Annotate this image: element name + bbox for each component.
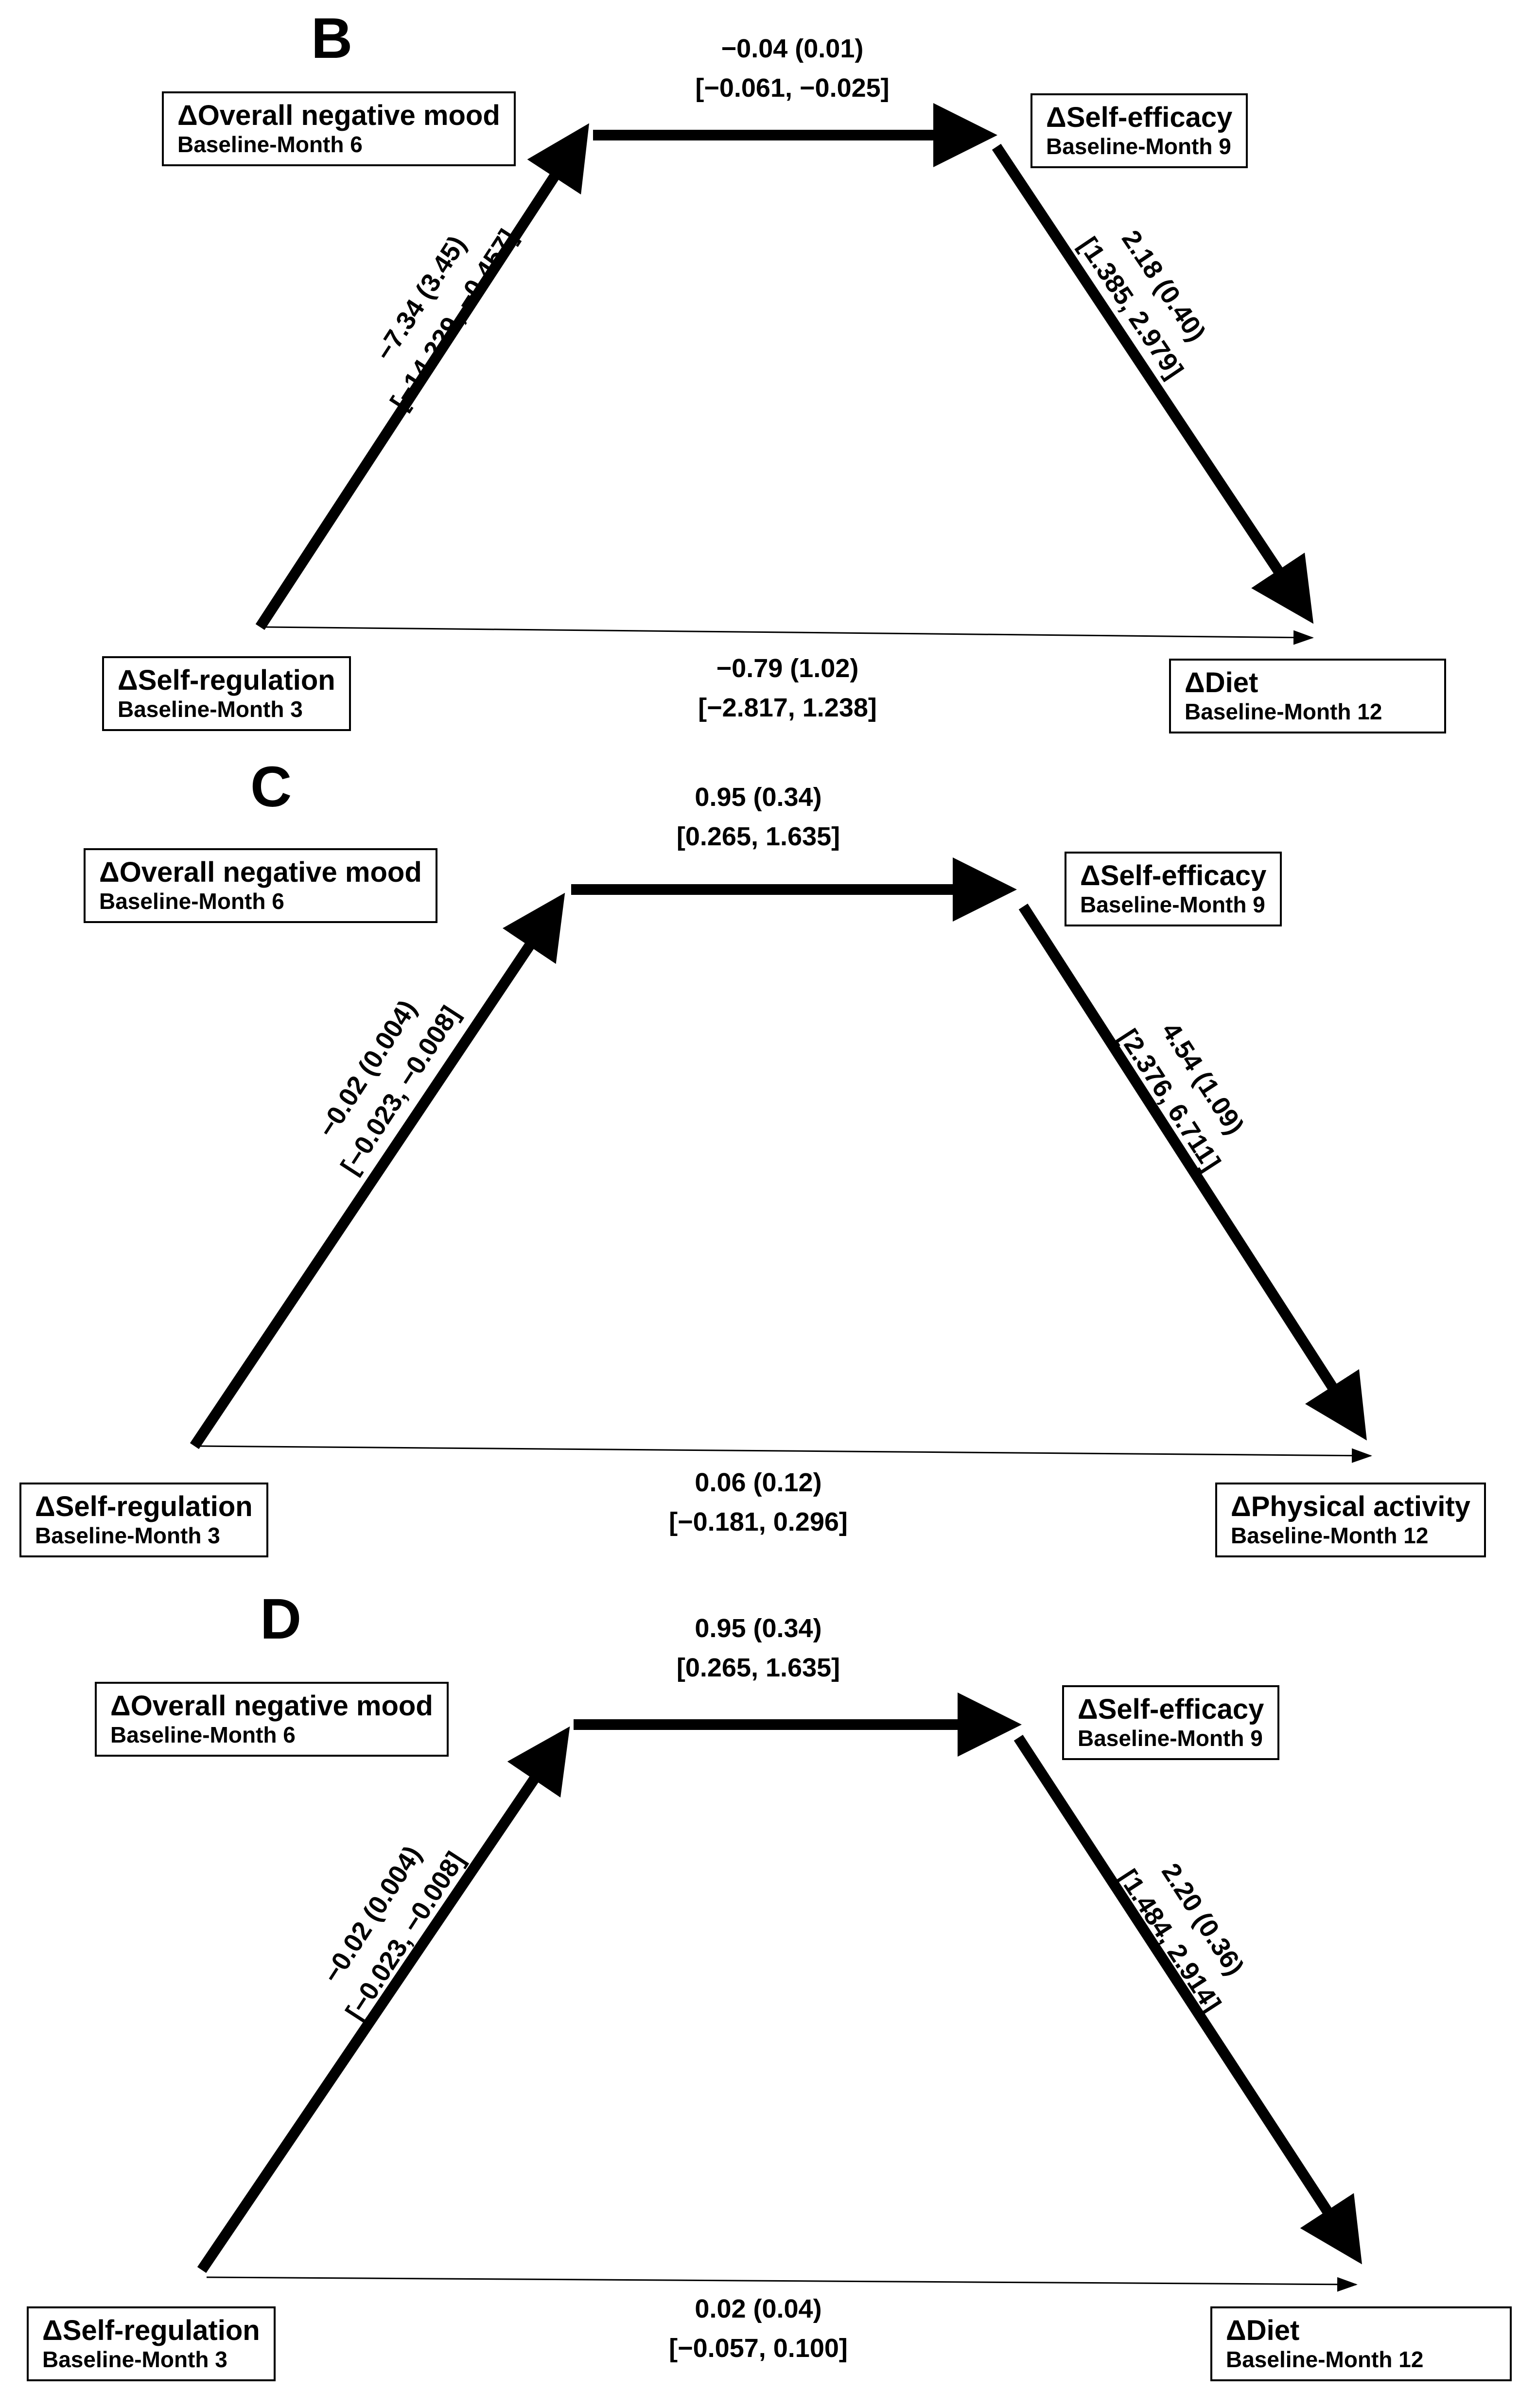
path-c-arrow	[199, 1445, 1372, 1463]
path-c-coefficient: −0.79 (1.02)	[716, 654, 859, 683]
predictor-subtitle: Baseline-Month 3	[118, 696, 303, 722]
path-m-label: 0.95 (0.34) [0.265, 1.635]	[637, 778, 880, 856]
mediator2-subtitle: Baseline-Month 9	[1046, 133, 1231, 159]
path-a-arrow	[190, 892, 565, 1449]
mediator2-box: ΔSelf-efficacy Baseline-Month 9	[1030, 93, 1248, 168]
path-c-label: −0.79 (1.02) [−2.817, 1.238]	[666, 649, 909, 728]
path-b-arrow	[1013, 1734, 1362, 2265]
predictor-title: ΔSelf-regulation	[118, 664, 335, 696]
mediator1-title: ΔOverall negative mood	[177, 100, 500, 131]
path-m-ci: [0.265, 1.635]	[676, 822, 840, 851]
mediator2-subtitle: Baseline-Month 9	[1080, 891, 1265, 917]
panel-d-arrows	[197, 1693, 1362, 2292]
panel-b-arrows	[255, 103, 1314, 645]
mediator1-box: ΔOverall negative mood Baseline-Month 6	[95, 1682, 449, 1757]
path-m-ci: [0.265, 1.635]	[676, 1653, 840, 1682]
predictor-subtitle: Baseline-Month 3	[42, 2346, 227, 2372]
outcome-title: ΔPhysical activity	[1231, 1491, 1471, 1522]
path-m-coefficient: 0.95 (0.34)	[695, 1614, 822, 1643]
outcome-box: ΔPhysical activity Baseline-Month 12	[1215, 1483, 1486, 1557]
mediator2-title: ΔSelf-efficacy	[1046, 102, 1233, 133]
path-c-arrow	[264, 626, 1314, 645]
panel-label: C	[250, 755, 292, 819]
mediator1-box: ΔOverall negative mood Baseline-Month 6	[84, 848, 437, 923]
path-m-coefficient: 0.95 (0.34)	[695, 783, 822, 812]
mediator1-box: ΔOverall negative mood Baseline-Month 6	[162, 91, 516, 166]
outcome-title: ΔDiet	[1226, 2315, 1300, 2346]
path-a-arrow	[197, 1726, 570, 2273]
panel-label: D	[260, 1587, 302, 1651]
path-m-ci: [−0.061, −0.025]	[695, 73, 890, 103]
path-c-ci: [−2.817, 1.238]	[698, 693, 877, 722]
panel-d: D ΔOverall negative mood Baseline-Month …	[0, 1570, 1537, 2408]
mediator2-title: ΔSelf-efficacy	[1078, 1693, 1264, 1725]
outcome-box: ΔDiet Baseline-Month 12	[1169, 659, 1446, 733]
path-c-coefficient: 0.02 (0.04)	[695, 2294, 822, 2323]
mediator1-subtitle: Baseline-Month 6	[110, 1722, 296, 1747]
path-a-arrow	[255, 123, 590, 630]
path-c-arrow	[206, 2276, 1358, 2292]
mediator2-box: ΔSelf-efficacy Baseline-Month 9	[1065, 852, 1282, 926]
predictor-box: ΔSelf-regulation Baseline-Month 3	[102, 656, 351, 731]
panel-c: C ΔOverall negative mood Baseline-Month …	[0, 744, 1537, 1570]
predictor-box: ΔSelf-regulation Baseline-Month 3	[19, 1483, 268, 1557]
predictor-box: ΔSelf-regulation Baseline-Month 3	[27, 2306, 276, 2381]
path-m-label: 0.95 (0.34) [0.265, 1.635]	[637, 1609, 880, 1688]
outcome-subtitle: Baseline-Month 12	[1226, 2346, 1424, 2372]
path-m-label: −0.04 (0.01) [−0.061, −0.025]	[671, 29, 914, 108]
panel-b: B ΔOverall negative mood Baseline-Month …	[0, 0, 1537, 744]
mediator1-title: ΔOverall negative mood	[110, 1690, 433, 1722]
mediator1-subtitle: Baseline-Month 6	[99, 888, 284, 914]
predictor-title: ΔSelf-regulation	[42, 2315, 260, 2346]
mediator1-title: ΔOverall negative mood	[99, 856, 422, 888]
path-b-arrow	[1018, 904, 1367, 1441]
path-c-label: 0.06 (0.12) [−0.181, 0.296]	[637, 1463, 880, 1542]
path-c-ci: [−0.181, 0.296]	[669, 1507, 848, 1536]
mediator1-subtitle: Baseline-Month 6	[177, 131, 363, 157]
mediator2-title: ΔSelf-efficacy	[1080, 860, 1267, 891]
outcome-subtitle: Baseline-Month 12	[1185, 698, 1382, 724]
outcome-box: ΔDiet Baseline-Month 12	[1210, 2306, 1512, 2381]
path-c-coefficient: 0.06 (0.12)	[695, 1468, 822, 1497]
path-c-ci: [−0.057, 0.100]	[669, 2334, 848, 2363]
predictor-title: ΔSelf-regulation	[35, 1491, 253, 1522]
panel-label: B	[311, 6, 353, 70]
path-b-arrow	[992, 143, 1314, 624]
panel-c-arrows	[190, 857, 1372, 1463]
mediator2-subtitle: Baseline-Month 9	[1078, 1725, 1263, 1751]
path-m-coefficient: −0.04 (0.01)	[721, 34, 864, 63]
mediator2-box: ΔSelf-efficacy Baseline-Month 9	[1062, 1685, 1280, 1760]
path-c-label: 0.02 (0.04) [−0.057, 0.100]	[637, 2289, 880, 2368]
outcome-title: ΔDiet	[1185, 667, 1258, 698]
outcome-subtitle: Baseline-Month 12	[1231, 1522, 1429, 1548]
predictor-subtitle: Baseline-Month 3	[35, 1522, 220, 1548]
